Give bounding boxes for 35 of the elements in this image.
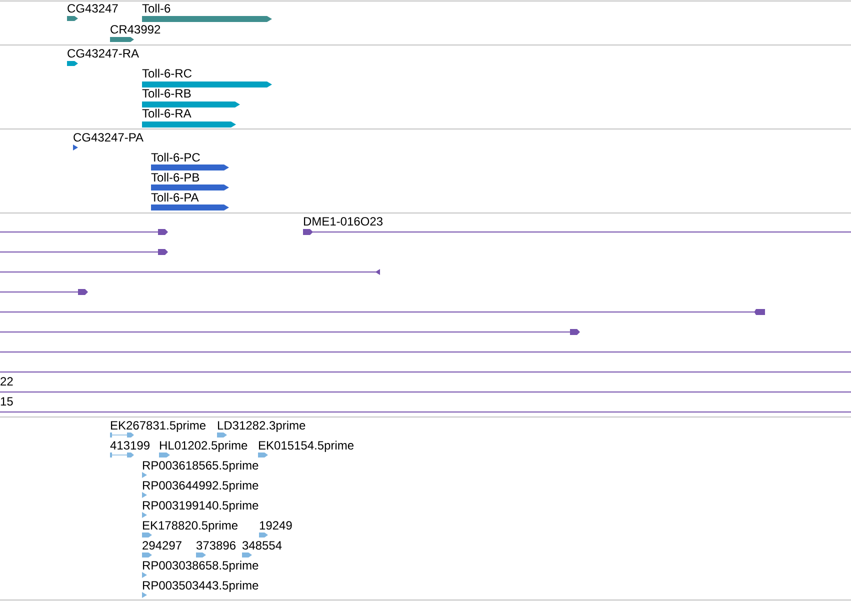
feature-label: EK015154.5prime bbox=[259, 440, 354, 452]
feature-line bbox=[0, 289, 88, 295]
feature-label: Toll-6-RA bbox=[142, 108, 192, 118]
feature-label: Toll-6-RC bbox=[142, 68, 192, 78]
feature-label: LD31282.3prime bbox=[218, 420, 306, 432]
feature-label: DME1-016O23 bbox=[304, 217, 382, 226]
feature-label: 15 bbox=[0, 397, 13, 406]
feature-label: RP003644992.5prime bbox=[143, 480, 258, 492]
feature-label: RP003038658.5prime bbox=[143, 560, 258, 572]
feature-label: Toll-6-RB bbox=[142, 88, 191, 98]
feature-label: RP003503443.5prime bbox=[143, 580, 258, 592]
feature-label: Toll-6-PC bbox=[151, 152, 200, 162]
feature-label: 373896 bbox=[196, 541, 236, 550]
feature-label: EK267831.5prime bbox=[111, 420, 206, 432]
feature-label: CR43992 bbox=[110, 25, 160, 34]
feature-label: CG43247-PA bbox=[74, 133, 144, 142]
feature-label: EK178820.5prime bbox=[143, 520, 238, 532]
feature-label: RP003618565.5prime bbox=[143, 460, 258, 472]
feature-label: HL01202.5prime bbox=[160, 440, 248, 452]
feature-line bbox=[0, 229, 168, 235]
feature-label: 22 bbox=[0, 377, 13, 386]
feature-label: Toll-6-PA bbox=[151, 192, 199, 202]
feature-label: Toll-6 bbox=[142, 4, 170, 13]
feature-label: 294297 bbox=[142, 541, 182, 550]
feature-line bbox=[0, 309, 765, 315]
feature-label: RP003199140.5prime bbox=[143, 500, 258, 512]
feature-line bbox=[0, 269, 380, 275]
feature-label: Toll-6-PB bbox=[151, 172, 200, 182]
feature-label: 413199 bbox=[110, 441, 150, 450]
feature-label: CG43247-RA bbox=[68, 49, 139, 58]
feature-line bbox=[0, 329, 580, 335]
feature-label: CG43247 bbox=[68, 4, 118, 13]
feature-label: 19249 bbox=[260, 521, 292, 530]
feature-line bbox=[0, 249, 168, 255]
feature-label: 348554 bbox=[242, 541, 282, 550]
